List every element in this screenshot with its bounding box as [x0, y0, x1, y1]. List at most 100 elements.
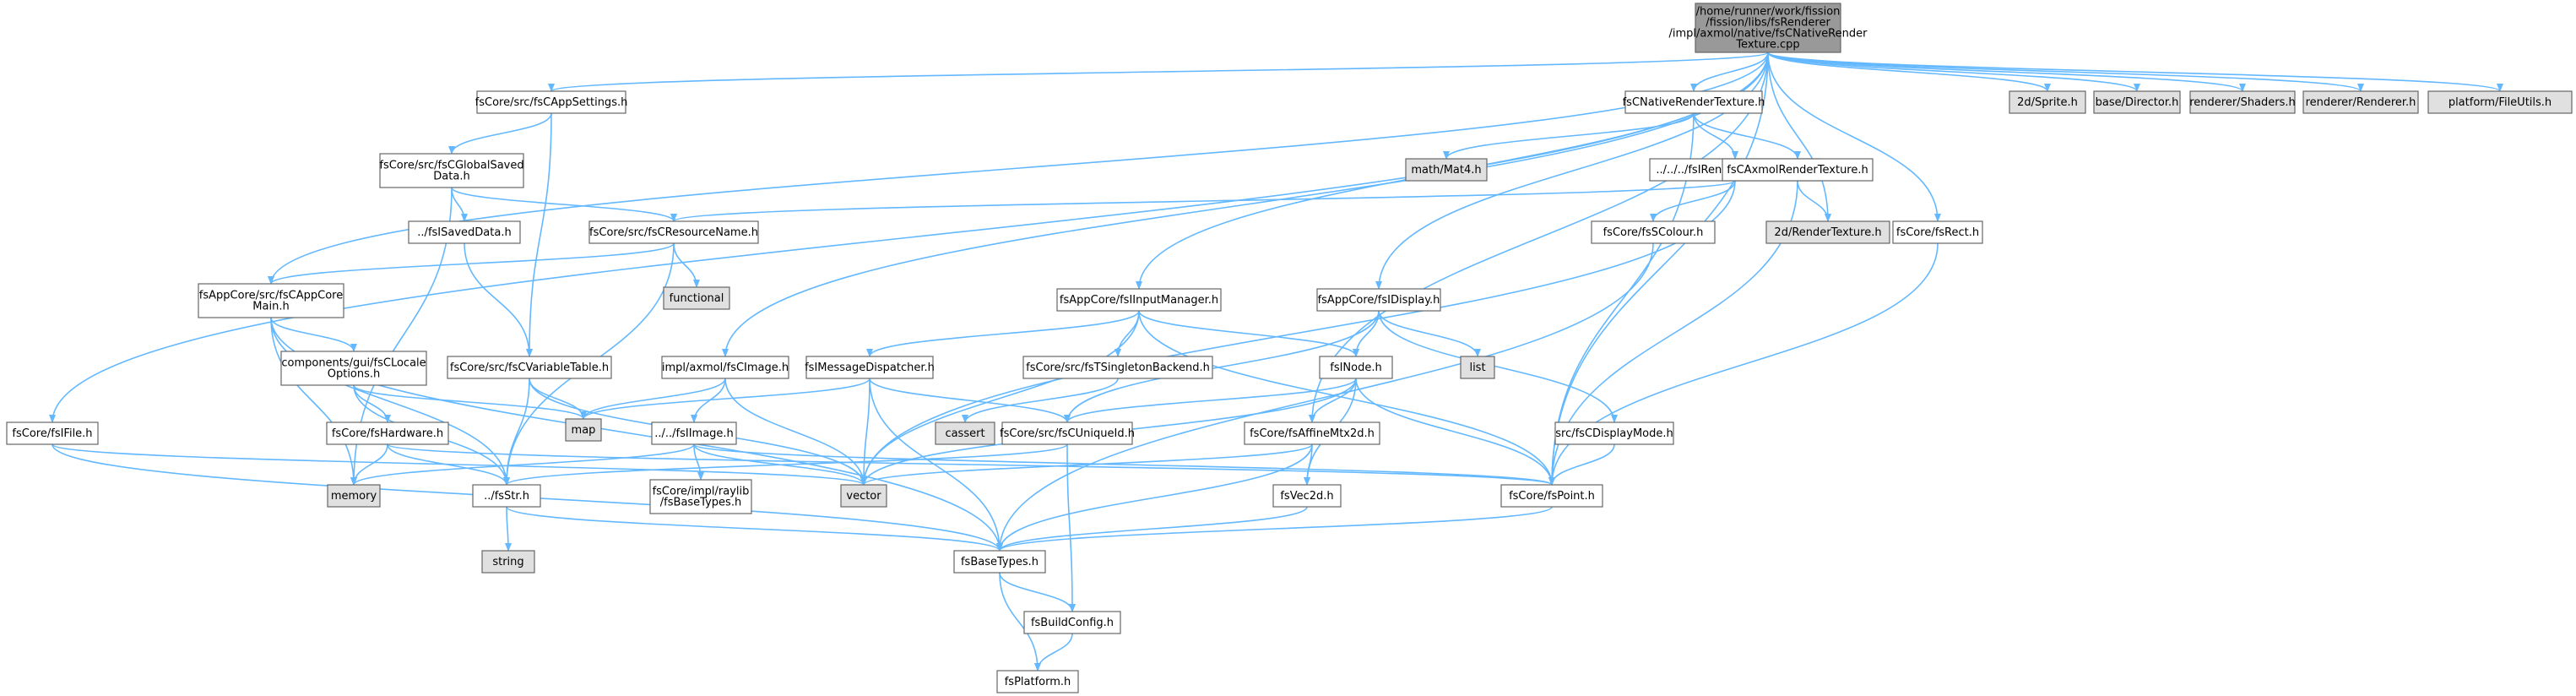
graph-edge-iimage-to-point	[693, 443, 1555, 486]
graph-node-label: ../fsISavedData.h	[417, 226, 511, 239]
graph-node-box	[476, 90, 626, 114]
graph-edge-axmolrendertex-to-rendertexture	[1797, 180, 1831, 222]
graph-edge-hardware-to-memory	[350, 443, 388, 486]
graph-node-label: memory	[331, 490, 377, 503]
graph-node-box	[408, 220, 521, 244]
graph-edge-root-to-point	[1548, 52, 1769, 486]
graph-node-platform[interactable]: fsPlatform.h	[996, 670, 1079, 693]
graph-node-label: fsCore/fsHardware.h	[332, 427, 443, 440]
graph-edge-fsstr-to-basetypes	[506, 506, 1003, 552]
graph-edge-affinemtx-to-vector	[860, 443, 1313, 486]
graph-node-box	[649, 479, 752, 514]
graph-node-basetypes[interactable]: fsBaseTypes.h	[953, 550, 1046, 574]
graph-node-label: renderer/Shaders.h	[2189, 96, 2296, 109]
graph-node-resourcename[interactable]: fsCore/src/fsCResourceName.h	[588, 220, 759, 244]
graph-node-label: /fission/libs/fsRenderer	[1706, 17, 1830, 30]
graph-node-box	[1319, 356, 1393, 379]
graph-node-axmolrendertex[interactable]: fsCAxmolRenderTexture.h	[1722, 158, 1874, 182]
graph-node-label: Texture.cpp	[1735, 39, 1799, 52]
graph-node-fsstr[interactable]: ../fsStr.h	[472, 484, 541, 508]
graph-node-raylib[interactable]: fsCore/impl/raylib/fsBaseTypes.h	[649, 479, 752, 514]
graph-node-box	[2093, 90, 2181, 114]
graph-edge-root-to-cimage	[722, 52, 1769, 357]
graph-node-box	[2009, 90, 2086, 114]
graph-node-box	[661, 356, 789, 379]
graph-node-inputmanager[interactable]: fsAppCore/fsIInputManager.h	[1056, 288, 1222, 312]
graph-node-label: Main.h	[252, 301, 289, 313]
graph-node-box	[935, 421, 995, 445]
graph-node-label: fsCore/impl/raylib	[653, 486, 750, 498]
graph-node-label: 2d/RenderTexture.h	[1774, 226, 1881, 239]
graph-node-box	[996, 670, 1079, 693]
graph-edge-hardware-to-fsstr	[387, 443, 510, 486]
graph-node-box	[1272, 484, 1342, 508]
graph-node-box	[1695, 3, 1841, 53]
graph-edge-singletonbackend-to-cassert	[962, 378, 1119, 423]
graph-edge-cimage-to-map	[580, 378, 726, 420]
graph-edge-resourcename-to-functional	[673, 242, 700, 288]
graph-node-ifile[interactable]: fsCore/fsIFile.h	[6, 421, 99, 445]
graph-node-singletonbackend[interactable]: fsCore/src/fsTSingletonBackend.h	[1022, 356, 1213, 379]
graph-node-label: fsAppCore/fsIInputManager.h	[1060, 294, 1218, 307]
graph-node-box	[588, 220, 759, 244]
graph-edge-root-to-rendertexture	[1767, 52, 1831, 222]
graph-node-box	[953, 550, 1046, 574]
graph-node-displaymode[interactable]: src/fsCDisplayMode.h	[1554, 421, 1674, 445]
graph-node-label: fsCore/src/fsCResourceName.h	[589, 226, 758, 239]
graph-node-rect[interactable]: fsCore/fsRect.h	[1892, 220, 1983, 244]
graph-node-nativerendertex[interactable]: fsCNativeRenderTexture.h	[1623, 90, 1765, 114]
graph-node-label: fsCore/fsSColour.h	[1603, 226, 1704, 239]
graph-edge-ifile-to-vector	[52, 443, 867, 486]
graph-edge-uniqueid-to-fsstr	[503, 443, 1068, 486]
graph-node-label: string	[492, 556, 523, 568]
graph-edge-irendertex-to-colour	[1650, 180, 1736, 222]
graph-node-box	[1001, 421, 1133, 445]
graph-node-box	[280, 351, 427, 386]
graph-edge-hardware-to-point	[387, 443, 1555, 486]
graph-node-isaveddata[interactable]: ../fsISavedData.h	[408, 220, 521, 244]
graph-edge-nativerendertex-to-mat4	[1443, 112, 1695, 160]
graph-node-variabletable[interactable]: fsCore/src/fsCVariableTable.h	[447, 356, 612, 379]
graph-edge-displaymode-to-point	[1548, 443, 1615, 486]
graph-node-box	[472, 484, 541, 508]
graph-edge-appcoremain-to-fsstr	[270, 317, 510, 486]
graph-node-label: renderer/Renderer.h	[2306, 96, 2416, 109]
graph-edge-root-to-sprite	[1767, 52, 2051, 92]
graph-node-box	[6, 421, 99, 445]
graph-node-root[interactable]: /home/runner/work/fission/fission/libs/f…	[1669, 3, 1868, 53]
graph-node-inode[interactable]: fsINode.h	[1319, 356, 1393, 379]
graph-edge-fsstr-to-string	[504, 506, 512, 552]
graph-edge-appsettings-to-globalsaved	[448, 112, 552, 155]
graph-node-uniqueid[interactable]: fsCore/src/fsCUniqueId.h	[1000, 421, 1135, 445]
graph-edge-idisplay-to-list	[1378, 310, 1481, 357]
graph-node-cimage[interactable]: impl/axmol/fsCImage.h	[661, 356, 789, 379]
graph-node-appsettings[interactable]: fsCore/src/fsCAppSettings.h	[475, 90, 628, 114]
graph-node-label: components/gui/fsCLocale	[281, 357, 426, 370]
graph-node-box	[1765, 220, 1890, 244]
graph-edge-variabletable-to-fsstr	[503, 378, 530, 486]
graph-edge-uniqueid-to-buildconfig	[1066, 443, 1076, 612]
graph-node-idisplay[interactable]: fsAppCore/fsIDisplay.h	[1316, 288, 1441, 312]
graph-node-label: 2d/Sprite.h	[2017, 96, 2078, 109]
graph-node-iimage[interactable]: ../../fsIImage.h	[651, 421, 737, 445]
graph-node-msgdispatcher[interactable]: fsIMessageDispatcher.h	[805, 356, 935, 379]
graph-node-label: fsCore/fsIFile.h	[12, 427, 92, 440]
graph-node-affinemtx[interactable]: fsCore/fsAffineMtx2d.h	[1244, 421, 1380, 445]
graph-node-buildconfig[interactable]: fsBuildConfig.h	[1023, 611, 1121, 634]
graph-edge-idisplay-to-displaymode	[1378, 310, 1618, 423]
graph-node-point[interactable]: fsCore/fsPoint.h	[1500, 484, 1603, 508]
graph-node-map: map	[565, 418, 602, 442]
graph-node-mat4: math/Mat4.h	[1405, 158, 1488, 182]
graph-node-label: list	[1469, 362, 1485, 374]
graph-node-label: fsBuildConfig.h	[1031, 617, 1114, 629]
graph-edge-point-to-basetypes	[996, 506, 1553, 552]
graph-node-hardware[interactable]: fsCore/fsHardware.h	[326, 421, 449, 445]
graph-node-colour[interactable]: fsCore/fsSColour.h	[1591, 220, 1716, 244]
graph-node-vec2d[interactable]: fsVec2d.h	[1272, 484, 1342, 508]
graph-edge-root-to-shaders	[1767, 52, 2246, 92]
graph-node-box	[1500, 484, 1603, 508]
